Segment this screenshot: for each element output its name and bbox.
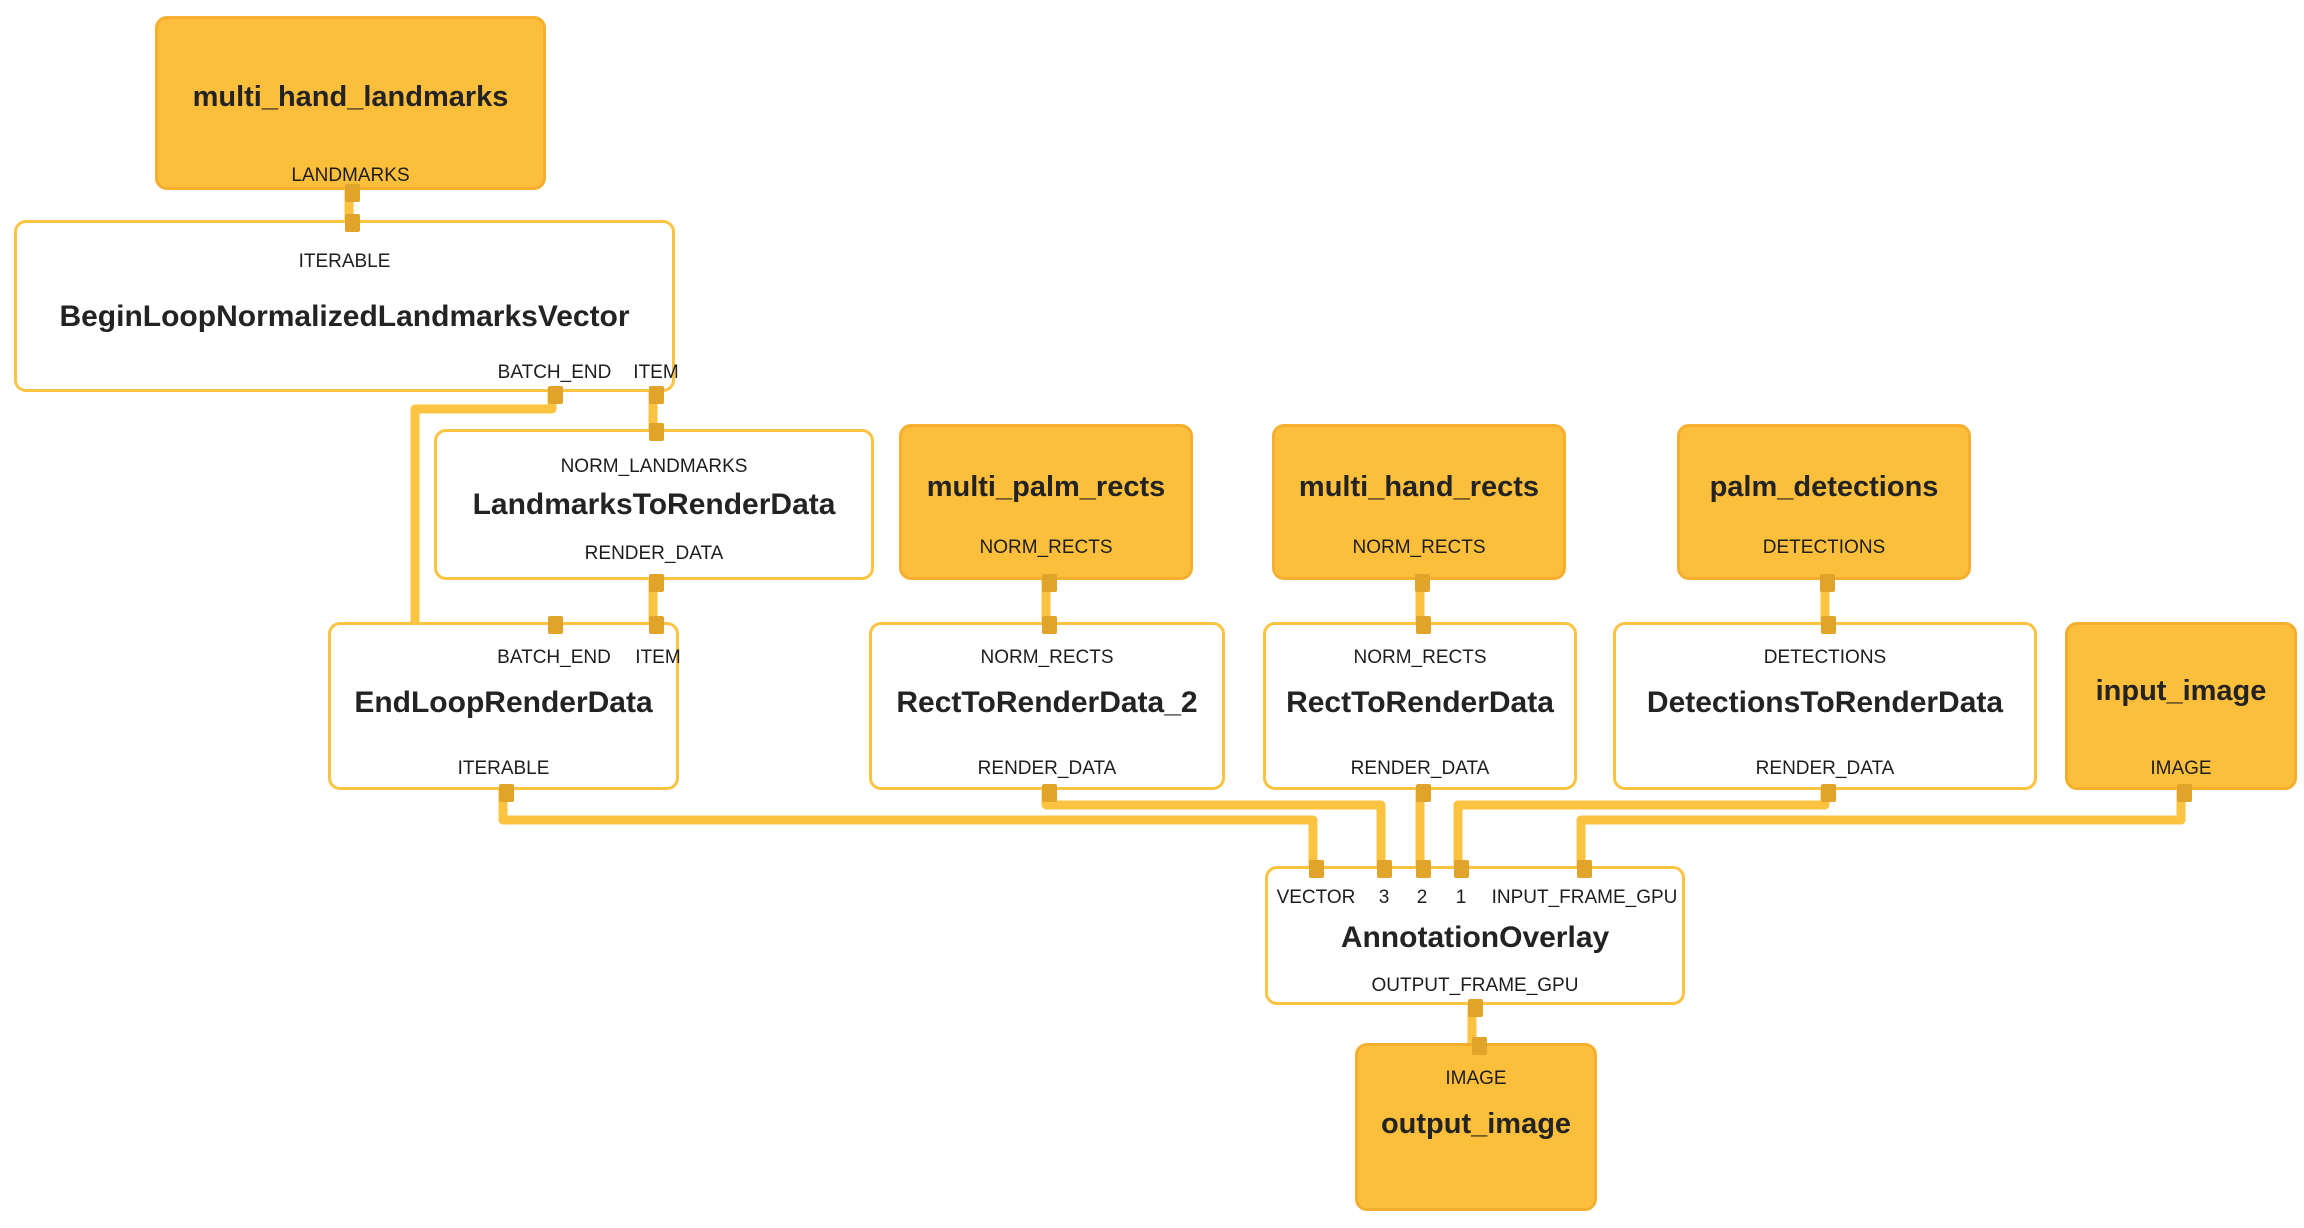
node-output-image[interactable]: IMAGE output_image [1355,1037,1597,1211]
node-title: BeginLoopNormalizedLandmarksVector [59,300,630,333]
edge-iterable-to-vector [498,790,1318,866]
node-title: AnnotationOverlay [1340,921,1610,954]
output-port-render-data[interactable] [1416,784,1431,802]
port-label-vector: VECTOR [1276,887,1356,908]
output-port-batch-end[interactable] [548,386,563,404]
edge-renderdata2-to-port3 [1041,790,1386,866]
port-label-norm-rects: NORM_RECTS [1353,647,1487,668]
node-palm-detections[interactable]: palm_detections DETECTIONS [1677,424,1971,592]
port-label-image: IMAGE [2150,758,2212,779]
port-label-3: 3 [1378,887,1390,908]
node-rect-to-render-data-2[interactable]: NORM_RECTS RectToRenderData_2 RENDER_DAT… [869,616,1225,802]
port-label-render-data: RENDER_DATA [977,758,1117,779]
input-port-norm-landmarks[interactable] [649,423,664,441]
output-port-output-frame-gpu[interactable] [1468,999,1483,1017]
node-title: RectToRenderData [1286,686,1554,719]
port-label-output-frame-gpu: OUTPUT_FRAME_GPU [1371,975,1579,996]
input-port-norm-rects[interactable] [1416,616,1431,634]
output-port-item[interactable] [649,386,664,404]
port-label-norm-rects: NORM_RECTS [1352,537,1486,558]
output-port-render-data[interactable] [1821,784,1836,802]
node-title: input_image [2095,675,2267,707]
port-label-item: ITEM [633,362,679,383]
output-port-norm-rects[interactable] [1415,574,1430,592]
node-begin-loop-normalized-landmarks-vector[interactable]: ITERABLE BeginLoopNormalizedLandmarksVec… [14,214,679,404]
port-label-iterable: ITERABLE [457,758,550,779]
input-port-item[interactable] [649,616,664,634]
port-label-render-data: RENDER_DATA [584,543,724,564]
node-title: LandmarksToRenderData [472,488,836,521]
port-label-2: 2 [1416,887,1428,908]
port-label-render-data: RENDER_DATA [1755,758,1895,779]
output-port-norm-rects[interactable] [1042,574,1057,592]
port-label-norm-rects: NORM_RECTS [980,647,1114,668]
input-port-iterable[interactable] [345,214,360,232]
port-label-landmarks: LANDMARKS [291,165,410,186]
node-title: EndLoopRenderData [354,686,653,719]
input-port-2[interactable] [1416,860,1431,878]
node-title: multi_hand_rects [1298,471,1540,503]
port-label-item: ITEM [635,647,681,668]
port-label-detections: DETECTIONS [1763,647,1887,668]
input-port-vector[interactable] [1309,860,1324,878]
input-port-norm-rects[interactable] [1042,616,1057,634]
node-title: output_image [1380,1108,1572,1140]
edge-detectionsrenderdata-to-port1 [1453,790,1830,866]
output-port-render-data[interactable] [1042,784,1057,802]
input-port-image[interactable] [1472,1037,1487,1055]
output-port-render-data[interactable] [649,574,664,592]
node-annotation-overlay[interactable]: VECTOR 3 2 1 INPUT_FRAME_GPU AnnotationO… [1265,860,1685,1017]
input-port-detections[interactable] [1821,616,1836,634]
port-label-input-frame-gpu: INPUT_FRAME_GPU [1491,887,1678,908]
input-port-batch-end[interactable] [548,616,563,634]
node-title: RectToRenderData_2 [896,686,1198,719]
input-port-input-frame-gpu[interactable] [1577,860,1592,878]
port-label-detections: DETECTIONS [1762,537,1886,558]
node-multi-palm-rects[interactable]: multi_palm_rects NORM_RECTS [899,424,1193,592]
port-label-render-data: RENDER_DATA [1350,758,1490,779]
port-label-batch-end: BATCH_END [497,362,612,383]
port-label-norm-rects: NORM_RECTS [979,537,1113,558]
node-title: DetectionsToRenderData [1646,686,2004,719]
node-end-loop-render-data[interactable]: BATCH_END ITEM EndLoopRenderData ITERABL… [328,616,681,802]
output-port-detections[interactable] [1820,574,1835,592]
node-title: multi_palm_rects [926,471,1166,503]
node-multi-hand-rects[interactable]: multi_hand_rects NORM_RECTS [1272,424,1566,592]
node-detections-to-render-data[interactable]: DETECTIONS DetectionsToRenderData RENDER… [1613,616,2037,802]
node-multi-hand-landmarks[interactable]: multi_hand_landmarks LANDMARKS [155,16,546,202]
output-port-iterable[interactable] [499,784,514,802]
node-input-image[interactable]: input_image IMAGE [2065,622,2297,802]
output-port-image[interactable] [2177,784,2192,802]
node-title: palm_detections [1709,471,1939,503]
edge-inputimage-to-inputframegpu [1576,790,2186,866]
node-rect-to-render-data[interactable]: NORM_RECTS RectToRenderData RENDER_DATA [1263,616,1577,802]
port-label-image: IMAGE [1445,1068,1507,1089]
port-label-batch-end: BATCH_END [497,647,611,668]
node-landmarks-to-render-data[interactable]: NORM_LANDMARKS LandmarksToRenderData REN… [434,423,874,592]
port-label-1: 1 [1455,887,1467,908]
port-label-iterable: ITERABLE [298,251,391,272]
input-port-3[interactable] [1377,860,1392,878]
output-port-landmarks[interactable] [345,184,360,202]
input-port-1[interactable] [1454,860,1469,878]
port-label-norm-landmarks: NORM_LANDMARKS [560,456,748,477]
node-title: multi_hand_landmarks [192,81,509,113]
